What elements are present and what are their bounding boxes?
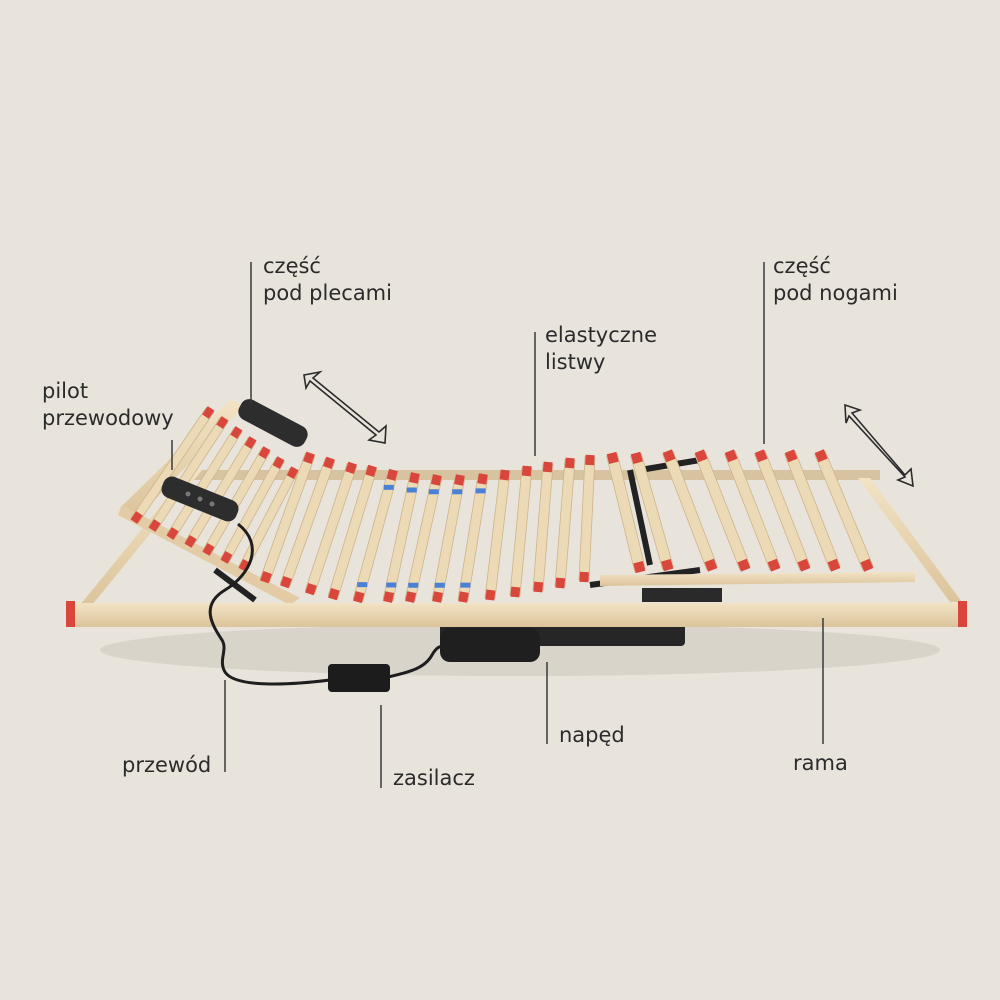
slat-end-cap bbox=[166, 527, 179, 540]
slat-end-cap bbox=[353, 591, 365, 604]
slat-end-cap bbox=[272, 456, 285, 469]
slat-end-cap bbox=[305, 582, 317, 596]
slat-end-cap bbox=[408, 472, 420, 484]
label-slats: elastyczne listwy bbox=[545, 323, 658, 374]
label-power-supply: zasilacz bbox=[393, 766, 475, 790]
slat-end-cap bbox=[323, 456, 335, 470]
remote-control bbox=[161, 399, 308, 522]
slat-end-cap bbox=[499, 469, 510, 481]
slats-group bbox=[130, 406, 874, 604]
slat-end-cap bbox=[230, 426, 243, 439]
power-supply-box bbox=[328, 664, 390, 692]
slat-end-cap bbox=[477, 473, 488, 485]
slat bbox=[457, 474, 489, 602]
slat-end-cap bbox=[130, 511, 143, 524]
slat-end-cap bbox=[564, 457, 575, 469]
label-cable: przewód bbox=[122, 753, 212, 777]
slat bbox=[327, 466, 378, 599]
frame-right-rail bbox=[858, 478, 962, 602]
slat-end-cap bbox=[606, 451, 619, 464]
slat-end-cap bbox=[220, 551, 233, 564]
slat bbox=[484, 470, 511, 600]
slat-end-cap bbox=[184, 535, 197, 548]
slat-end-cap bbox=[630, 451, 643, 465]
label-motor: napęd bbox=[559, 723, 625, 747]
slat-end-cap bbox=[386, 468, 398, 481]
slat-end-cap bbox=[216, 416, 229, 429]
slat bbox=[532, 463, 554, 591]
frame-front-rail bbox=[72, 603, 965, 627]
slat-end-cap bbox=[244, 436, 257, 449]
slat-end-cap bbox=[365, 464, 377, 477]
remote-cable bbox=[208, 522, 331, 686]
slat-end-cap bbox=[238, 559, 251, 572]
slat-end-cap bbox=[280, 575, 292, 589]
slat-end-cap bbox=[542, 461, 553, 473]
slat-end-cap bbox=[521, 465, 532, 477]
label-frame: rama bbox=[793, 751, 848, 775]
label-backrest: część pod plecami bbox=[263, 254, 392, 305]
frame-corner-cap-right bbox=[958, 601, 967, 627]
slat-end-cap bbox=[737, 558, 751, 572]
slat-end-cap bbox=[458, 591, 469, 603]
slat-end-cap bbox=[814, 449, 828, 463]
label-remote: pilot przewodowy bbox=[42, 379, 174, 430]
slat-end-cap bbox=[260, 570, 272, 584]
motor-unit bbox=[440, 588, 722, 662]
slat-end-cap bbox=[860, 558, 874, 572]
slat-end-cap bbox=[202, 543, 215, 556]
slat-end-cap bbox=[345, 461, 357, 475]
backrest-adjust-arrow-icon bbox=[303, 370, 387, 444]
slat-end-cap bbox=[258, 446, 271, 459]
slat-end-cap bbox=[724, 449, 738, 463]
slat-end-cap bbox=[661, 558, 674, 572]
legrest-adjust-arrow-icon bbox=[844, 403, 914, 488]
slat-end-cap bbox=[328, 588, 340, 601]
motor-cable bbox=[387, 644, 447, 679]
slat-end-cap bbox=[148, 519, 161, 532]
slat-end-cap bbox=[286, 466, 299, 479]
slat-end-cap bbox=[454, 474, 465, 486]
slat-end-cap bbox=[633, 561, 646, 574]
legrest-rail bbox=[600, 572, 915, 586]
slat-end-cap bbox=[430, 474, 442, 486]
slat-end-cap bbox=[510, 586, 521, 598]
slat-end-cap bbox=[202, 406, 215, 419]
slat-end-cap bbox=[767, 558, 781, 572]
label-legrest: część pod nogami bbox=[773, 254, 898, 305]
slat-end-cap bbox=[827, 558, 841, 572]
slat-end-cap bbox=[797, 558, 811, 572]
slat-end-cap bbox=[485, 589, 496, 601]
slat-end-cap bbox=[303, 451, 315, 465]
slat-end-cap bbox=[784, 449, 798, 463]
slat-end-cap bbox=[405, 591, 417, 603]
slat-end-cap bbox=[432, 591, 443, 603]
slat-end-cap bbox=[704, 558, 718, 572]
slat bbox=[509, 467, 533, 596]
slat-end-cap bbox=[754, 449, 768, 463]
slat-end-cap bbox=[383, 591, 395, 603]
leader-lines bbox=[171, 262, 824, 788]
slat-end-cap bbox=[694, 449, 708, 463]
frame-corner-cap-left bbox=[66, 601, 75, 627]
slat-end-cap bbox=[533, 581, 544, 593]
slat-end-cap bbox=[555, 577, 566, 589]
slat-end-cap bbox=[662, 449, 676, 463]
